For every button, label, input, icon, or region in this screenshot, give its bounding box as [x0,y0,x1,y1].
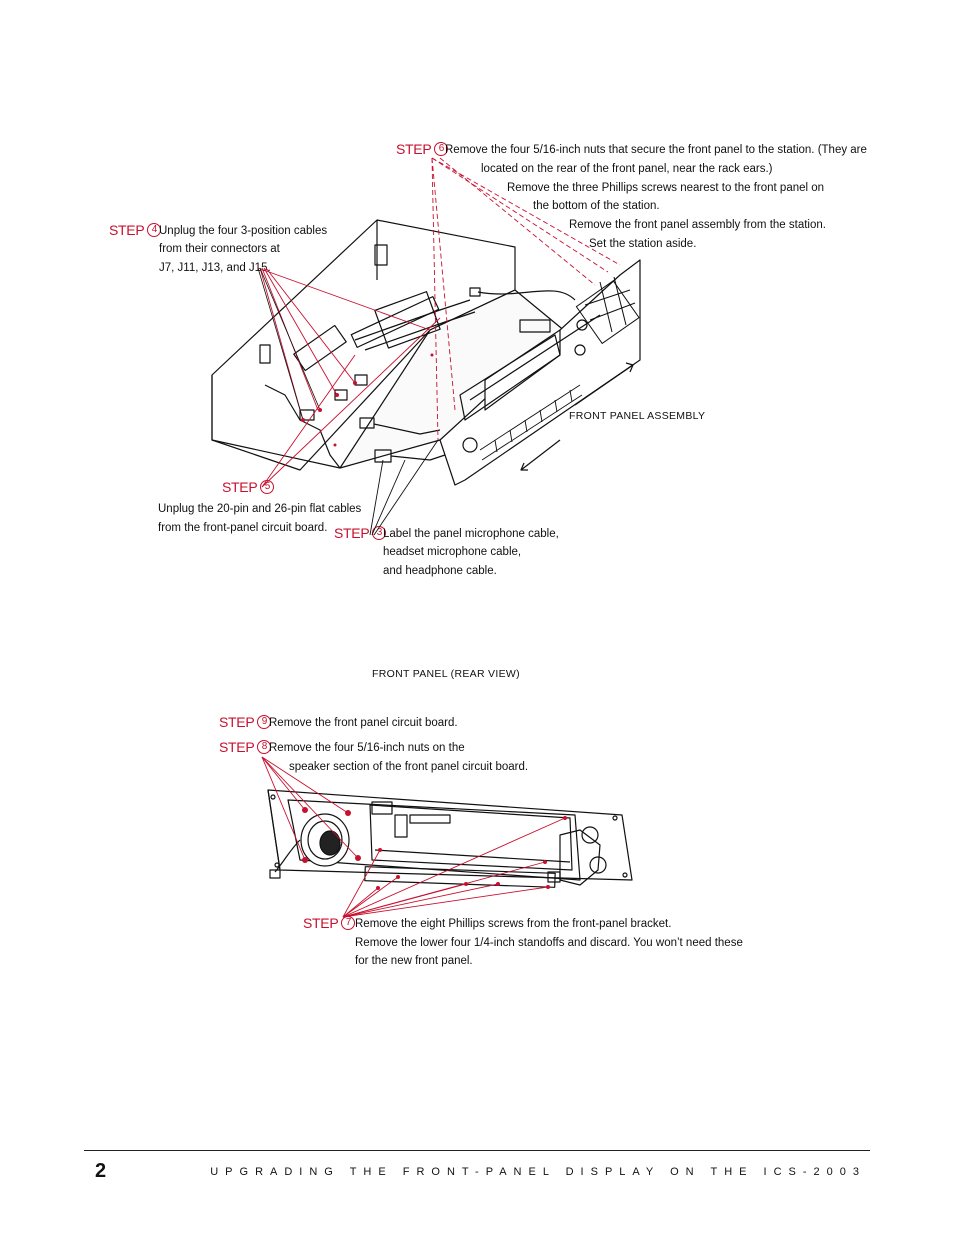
step-3-line-2: headset microphone cable, [383,546,522,558]
step-8-line-2: speaker section of the front panel circu… [289,761,529,773]
step-word: STEP [303,915,339,931]
step-5-line-2: from the front-panel circuit board. [158,522,328,534]
step-7-line-2: Remove the lower four 1/4-inch standoffs… [355,937,743,949]
step-word: STEP [109,222,145,238]
footer-rule [84,1150,870,1151]
step-word: STEP [219,739,255,755]
step-3-line-3: and headphone cable. [383,565,497,577]
step-6-line-1: Remove the four 5/16-inch nuts that secu… [445,144,867,156]
step-number-badge: 8 [257,740,272,754]
footer-title: UPGRADING THE FRONT-PANEL DISPLAY ON THE… [210,1166,866,1178]
step-word: STEP [396,141,432,157]
step-number-badge: 9 [257,715,272,729]
step-word: STEP [219,714,255,730]
step-6-line-4: the bottom of the station. [533,200,660,212]
step-number-badge: 4 [147,223,162,237]
step-6-line-5: Remove the front panel assembly from the… [569,219,826,231]
page-number: 2 [95,1160,107,1182]
step-9-line-1: Remove the front panel circuit board. [269,717,458,729]
step-8-line-1: Remove the four 5/16-inch nuts on the [269,742,465,754]
step-number-badge: 5 [260,480,275,494]
step-5-line-1: Unplug the 20-pin and 26-pin flat cables [158,503,362,515]
step-6-line-6: Set the station aside. [589,238,697,250]
step-word: STEP [222,479,258,495]
step-4-line-3: J7, J11, J13, and J15. [159,262,271,274]
step-4-line-1: Unplug the four 3-position cables [159,225,328,237]
step-6-line-3: Remove the three Phillips screws nearest… [507,182,825,194]
step-number-badge: 6 [434,142,449,156]
front-panel-rear-view-caption: FRONT PANEL (REAR VIEW) [372,668,520,680]
step-3-line-1: Label the panel microphone cable, [383,528,559,540]
step-4-line-2: from their connectors at [159,243,280,255]
step-number-badge: 7 [341,916,356,930]
step-6-line-2: located on the rear of the front panel, … [481,163,773,175]
step-7-line-1: Remove the eight Phillips screws from th… [355,918,672,930]
step-word: STEP [334,525,370,541]
front-panel-assembly-caption: FRONT PANEL ASSEMBLY [569,410,706,422]
step-7-line-3: for the new front panel. [355,955,473,967]
